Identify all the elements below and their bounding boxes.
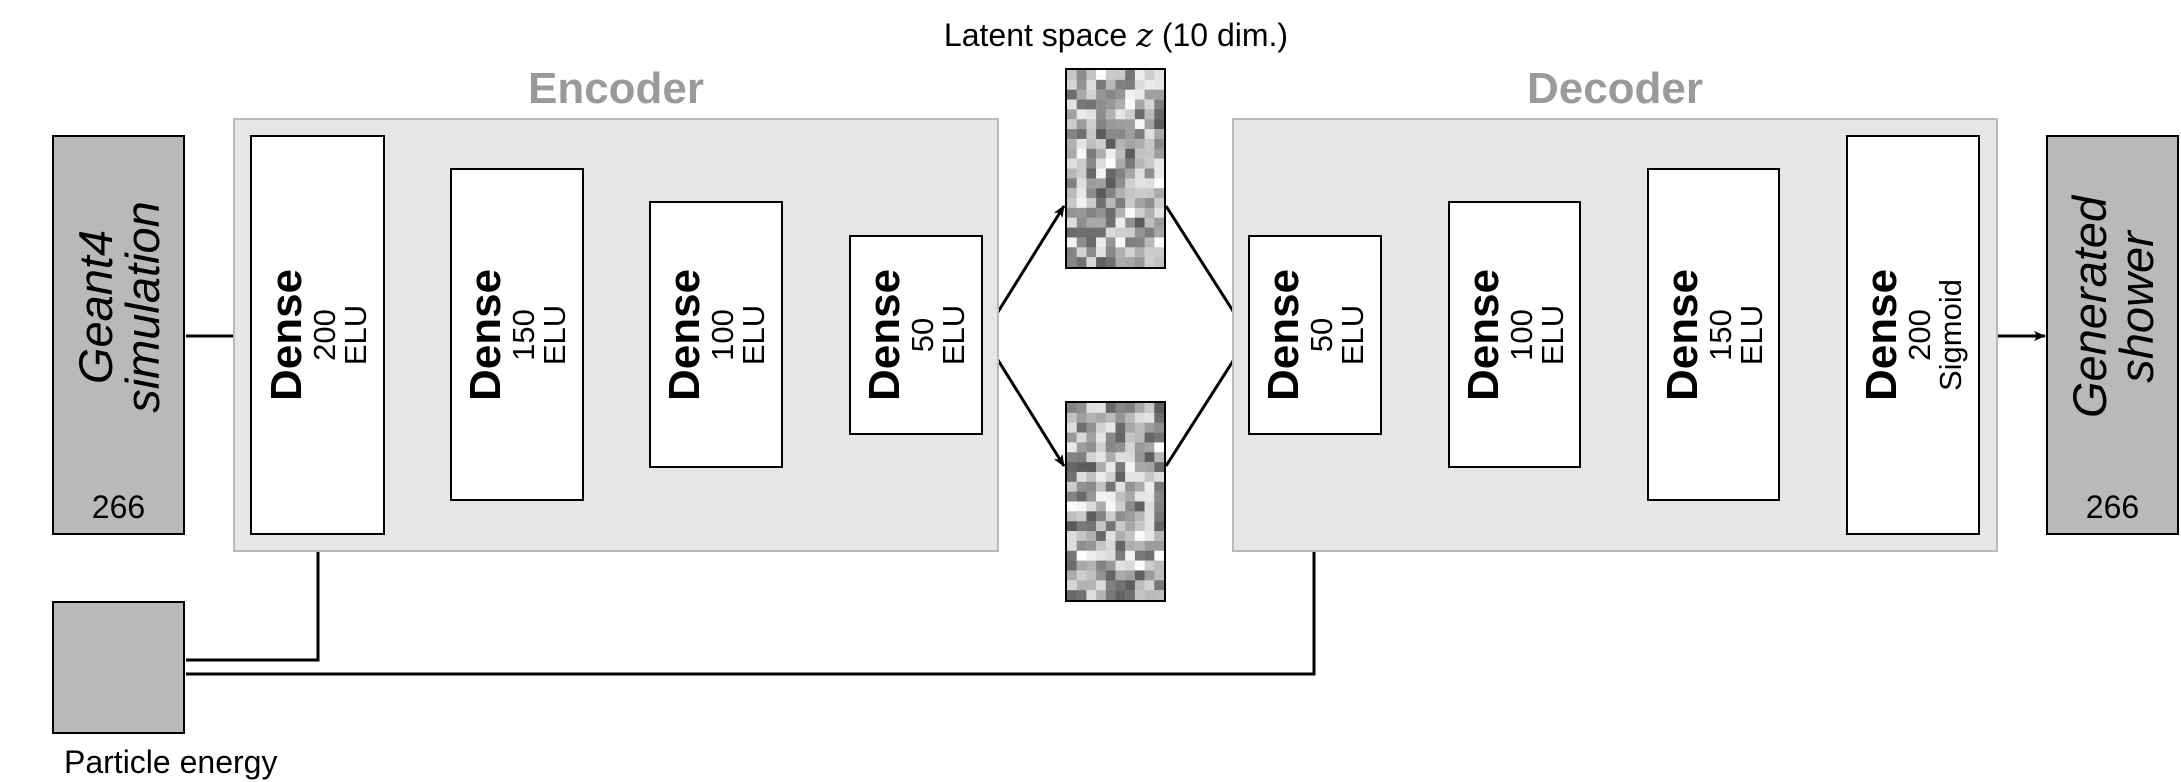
layer-activation: ELU bbox=[738, 268, 769, 400]
decoder-title: Decoder bbox=[1232, 64, 1998, 114]
layer-type: Dense bbox=[265, 269, 309, 401]
decoder-layer-1: Dense 50 ELU bbox=[1248, 235, 1382, 435]
layer-units: 50 bbox=[907, 269, 938, 401]
layer-units: 200 bbox=[1904, 269, 1935, 401]
layer-units: 100 bbox=[1506, 268, 1537, 400]
output-label: Generated shower bbox=[2066, 196, 2160, 418]
layer-units: 200 bbox=[309, 269, 340, 401]
latent-mean-image bbox=[1065, 68, 1166, 269]
layer-activation: ELU bbox=[1337, 269, 1368, 401]
encoder-title: Encoder bbox=[233, 64, 999, 114]
layer-activation: ELU bbox=[340, 269, 371, 401]
encoder-layer-2: Dense 150 ELU bbox=[450, 168, 584, 501]
decoder-layer-3: Dense 150 ELU bbox=[1647, 168, 1780, 501]
input-size: 266 bbox=[54, 489, 183, 526]
particle-energy-block bbox=[52, 601, 185, 734]
output-generated-shower-block: Generated shower 266 bbox=[2046, 135, 2179, 535]
layer-units: 100 bbox=[707, 268, 738, 400]
layer-type: Dense bbox=[663, 268, 707, 400]
layer-units: 50 bbox=[1306, 269, 1337, 401]
layer-type: Dense bbox=[1661, 268, 1705, 400]
layer-activation: Sigmoid bbox=[1935, 269, 1966, 401]
output-label-line1: Generated bbox=[2066, 196, 2113, 418]
latent-caption-prefix: Latent space bbox=[944, 17, 1136, 53]
layer-type: Dense bbox=[1860, 269, 1904, 401]
input-label-line1: Geant4 bbox=[72, 201, 119, 413]
decoder-layer-4: Dense 200 Sigmoid bbox=[1846, 135, 1980, 535]
layer-activation: ELU bbox=[1736, 268, 1767, 400]
layer-activation: ELU bbox=[539, 268, 570, 400]
layer-type: Dense bbox=[1262, 269, 1306, 401]
arrow-energy-to-encoder bbox=[186, 537, 318, 660]
decoder-layer-2: Dense 100 ELU bbox=[1448, 201, 1581, 468]
layer-type: Dense bbox=[464, 268, 508, 400]
latent-variable: z bbox=[1136, 16, 1153, 54]
particle-energy-label: Particle energy bbox=[64, 744, 277, 781]
latent-caption-suffix: (10 dim.) bbox=[1153, 17, 1288, 53]
output-label-line2: shower bbox=[2113, 196, 2160, 418]
input-label: Geant4 simulation bbox=[72, 201, 166, 413]
layer-activation: ELU bbox=[1537, 268, 1568, 400]
latent-space-caption: Latent space z (10 dim.) bbox=[0, 16, 2181, 54]
latent-variance-image bbox=[1065, 401, 1166, 602]
layer-type: Dense bbox=[1462, 268, 1506, 400]
encoder-layer-1: Dense 200 ELU bbox=[250, 135, 385, 535]
input-label-line2: simulation bbox=[119, 201, 166, 413]
layer-units: 150 bbox=[1705, 268, 1736, 400]
layer-units: 150 bbox=[508, 268, 539, 400]
encoder-layer-4: Dense 50 ELU bbox=[849, 235, 983, 435]
input-geant4-block: Geant4 simulation 266 bbox=[52, 135, 185, 535]
output-size: 266 bbox=[2048, 489, 2177, 526]
encoder-layer-3: Dense 100 ELU bbox=[649, 201, 783, 468]
layer-activation: ELU bbox=[938, 269, 969, 401]
layer-type: Dense bbox=[863, 269, 907, 401]
